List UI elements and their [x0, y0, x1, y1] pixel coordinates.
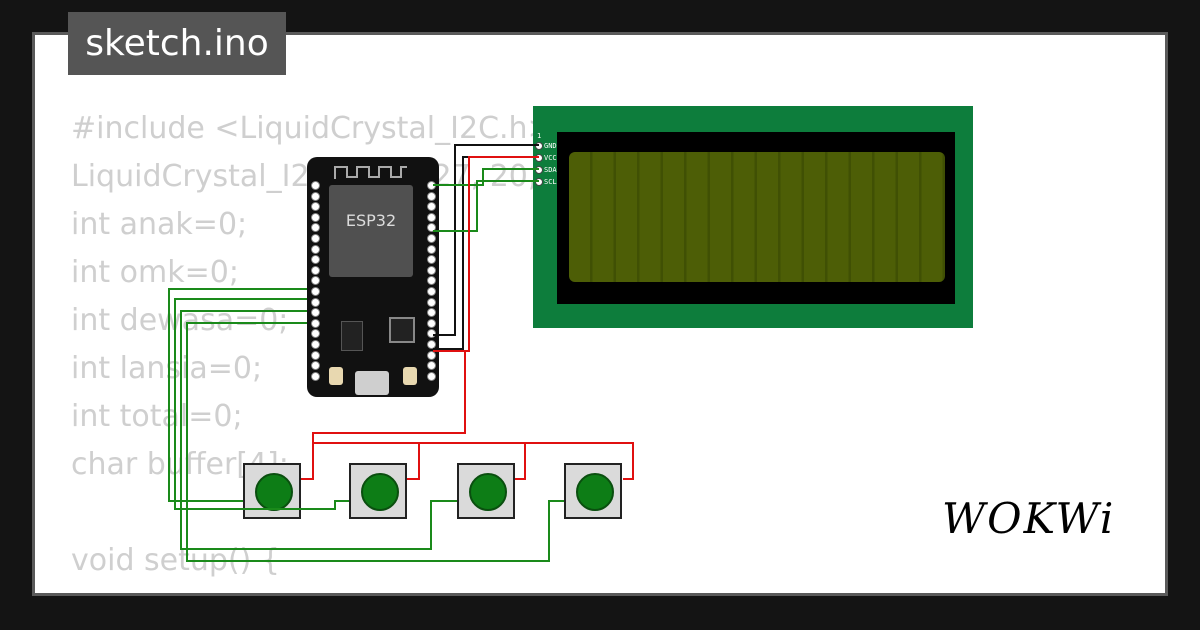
- button-cap[interactable]: [361, 473, 399, 511]
- wire-btn3: [180, 310, 457, 550]
- code-line: int anak=0;: [71, 207, 248, 242]
- wire-sda: [433, 168, 539, 186]
- code-line: int dewasa=0;: [71, 303, 289, 338]
- wokwi-logo: WOKWi: [942, 494, 1116, 543]
- esp32-pin[interactable]: [427, 340, 436, 349]
- esp32-pin[interactable]: [427, 318, 436, 328]
- lcd-pin-scl-label: SCL: [544, 178, 557, 186]
- lcd-pin-index: 1: [537, 132, 542, 140]
- esp32-pin[interactable]: [427, 297, 436, 307]
- esp32-pin[interactable]: [311, 191, 320, 201]
- esp32-pin[interactable]: [427, 223, 436, 233]
- esp32-pin[interactable]: [311, 340, 320, 349]
- button-cap[interactable]: [255, 473, 293, 511]
- esp32-label: ESP32: [345, 211, 397, 230]
- usb-uart-chip: [389, 317, 415, 343]
- file-tab[interactable]: sketch.ino: [68, 12, 286, 75]
- esp32-pin[interactable]: [427, 287, 436, 296]
- preview-card: #include <LiquidCrystal_I2C.h> LiquidCry…: [32, 32, 1168, 596]
- wire-vcc-bus: [301, 350, 466, 480]
- esp32-pin[interactable]: [311, 361, 320, 371]
- code-line: int omk=0;: [71, 255, 239, 290]
- esp32-pin[interactable]: [311, 297, 320, 307]
- esp32-pin[interactable]: [427, 371, 436, 381]
- code-line: Serial.begin(115200);: [71, 585, 588, 593]
- esp32-pin[interactable]: [311, 329, 320, 339]
- esp32-pin[interactable]: [311, 287, 320, 296]
- antenna-icon: [334, 166, 407, 179]
- reset-button[interactable]: [403, 367, 417, 385]
- wire-vcc-b3: [419, 442, 526, 480]
- esp32-pin[interactable]: [311, 371, 320, 381]
- wire-btn4: [186, 322, 564, 562]
- esp32-pin[interactable]: [311, 350, 320, 360]
- wire-btn2: [174, 298, 349, 510]
- lcd-display[interactable]: 1 GND VCC SDA SCL: [533, 106, 973, 328]
- wire-gnd: [433, 144, 539, 336]
- esp32-board[interactable]: ESP32: [307, 157, 439, 397]
- esp32-pin[interactable]: [427, 244, 436, 254]
- push-button-3[interactable]: [457, 463, 515, 519]
- esp32-pin[interactable]: [311, 276, 320, 286]
- wire-vcc-b2: [313, 442, 420, 480]
- lcd-pin-sda-label: SDA: [544, 166, 557, 174]
- esp32-pin[interactable]: [427, 191, 436, 201]
- wire-vcc-b4: [525, 442, 634, 480]
- button-cap[interactable]: [576, 473, 614, 511]
- esp32-pin[interactable]: [427, 234, 436, 243]
- wiring: [168, 144, 634, 562]
- esp32-pin[interactable]: [427, 202, 436, 212]
- esp32-pin[interactable]: [311, 223, 320, 233]
- esp32-pin[interactable]: [427, 255, 436, 265]
- antenna-trace: [329, 161, 413, 183]
- esp32-pin[interactable]: [311, 265, 320, 275]
- lcd-pin-gnd-label: GND: [544, 142, 557, 150]
- voltage-regulator: [341, 321, 363, 351]
- esp32-pin[interactable]: [311, 244, 320, 254]
- esp32-pin[interactable]: [427, 361, 436, 371]
- wire-btn1: [168, 288, 307, 502]
- lcd-screen: [569, 152, 945, 282]
- code-line: #include <LiquidCrystal_I2C.h>: [71, 111, 553, 146]
- boot-button[interactable]: [329, 367, 343, 385]
- esp32-pin[interactable]: [311, 202, 320, 212]
- push-button-4[interactable]: [564, 463, 622, 519]
- code-line: int lansia=0;: [71, 351, 263, 386]
- wire-vcc: [433, 156, 539, 352]
- esp32-pin[interactable]: [427, 212, 436, 222]
- esp32-pin[interactable]: [311, 255, 320, 265]
- esp32-pin[interactable]: [427, 329, 436, 339]
- wire-scl: [433, 180, 539, 232]
- esp32-pin[interactable]: [427, 276, 436, 286]
- button-cap[interactable]: [469, 473, 507, 511]
- esp32-pin[interactable]: [311, 181, 320, 190]
- esp32-pin[interactable]: [427, 265, 436, 275]
- esp32-pin[interactable]: [311, 308, 320, 318]
- esp32-pin[interactable]: [311, 318, 320, 328]
- esp32-pin[interactable]: [311, 212, 320, 222]
- lcd-pin-vcc-label: VCC: [544, 154, 557, 162]
- esp32-pin[interactable]: [311, 234, 320, 243]
- usb-port: [355, 371, 389, 395]
- esp32-pin[interactable]: [427, 350, 436, 360]
- esp32-pin[interactable]: [427, 308, 436, 318]
- esp32-module: ESP32: [329, 185, 413, 277]
- push-button-2[interactable]: [349, 463, 407, 519]
- lcd-bezel: [557, 132, 955, 304]
